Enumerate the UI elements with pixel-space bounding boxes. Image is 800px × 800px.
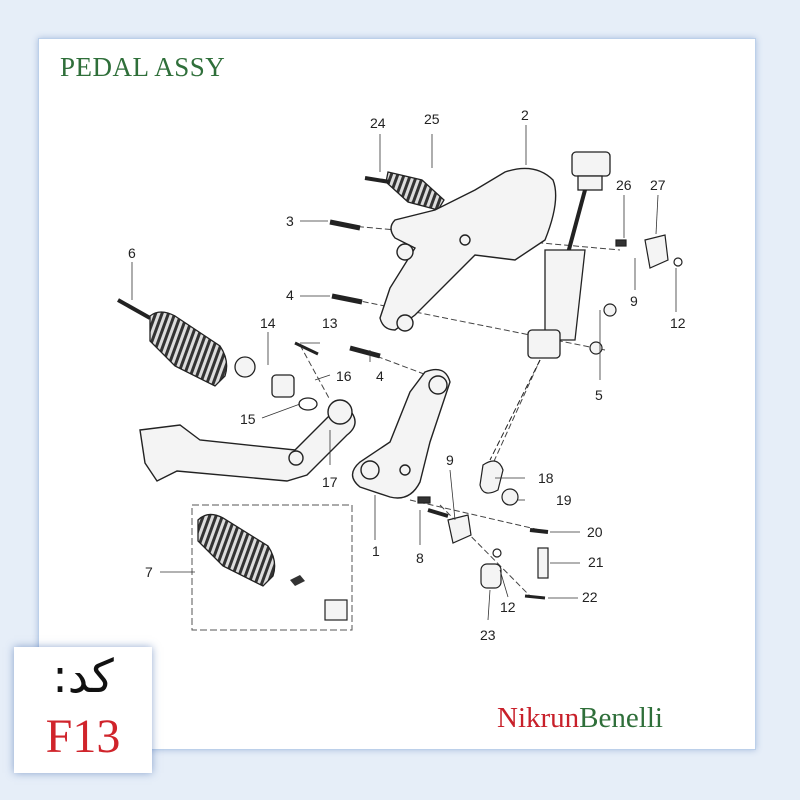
callout-18: 18 [538, 470, 554, 486]
leader-lines [131, 125, 677, 621]
callout-8: 8 [416, 550, 424, 566]
callout-21: 21 [588, 554, 604, 570]
callout-12-lower: 12 [500, 599, 516, 615]
brake-pedal-part-15 [139, 399, 356, 482]
callout-25: 25 [424, 111, 440, 127]
callout-5: 5 [595, 387, 603, 403]
code-box: کد: F13 [14, 647, 152, 773]
callout-1: 1 [372, 543, 380, 559]
brand-part-1: Nikrun [497, 702, 580, 734]
callout-24: 24 [370, 115, 386, 131]
rear-footrest-part-25 [364, 171, 445, 211]
code-value: F13 [45, 710, 121, 763]
callout-7: 7 [145, 564, 153, 580]
callout-17: 17 [322, 474, 338, 490]
callout-9-lower: 9 [446, 452, 454, 468]
diagram-frame [38, 38, 756, 750]
callout-19: 19 [556, 492, 572, 508]
diagram-title: PEDAL ASSY [60, 52, 226, 82]
callout-2: 2 [521, 107, 529, 123]
footrest-group-box [191, 504, 353, 631]
passenger-footrest-part-7 [197, 513, 348, 621]
rear-bracket-part-2 [379, 167, 557, 332]
callout-4-upper: 4 [286, 287, 294, 303]
callout-9-upper: 9 [630, 293, 638, 309]
brand-mark: NikrunBenelli [497, 702, 663, 735]
code-label: کد: [52, 649, 114, 703]
callout-12-upper: 12 [670, 315, 686, 331]
front-bracket-part-1 [351, 368, 451, 499]
callout-20: 20 [587, 524, 603, 540]
callout-22: 22 [582, 589, 598, 605]
callout-3: 3 [286, 213, 294, 229]
callout-15: 15 [240, 411, 256, 427]
hardware-parts [294, 219, 683, 600]
callout-16: 16 [336, 368, 352, 384]
callout-13: 13 [322, 315, 338, 331]
brand-part-2: Benelli [579, 702, 663, 734]
callout-23: 23 [480, 627, 496, 643]
master-cylinder [489, 151, 611, 461]
callout-27: 27 [650, 177, 666, 193]
callout-4-lower: 4 [376, 368, 384, 384]
callout-6: 6 [128, 245, 136, 261]
rider-footrest-part-6 [117, 298, 318, 411]
callout-14: 14 [260, 315, 276, 331]
callout-26: 26 [616, 177, 632, 193]
